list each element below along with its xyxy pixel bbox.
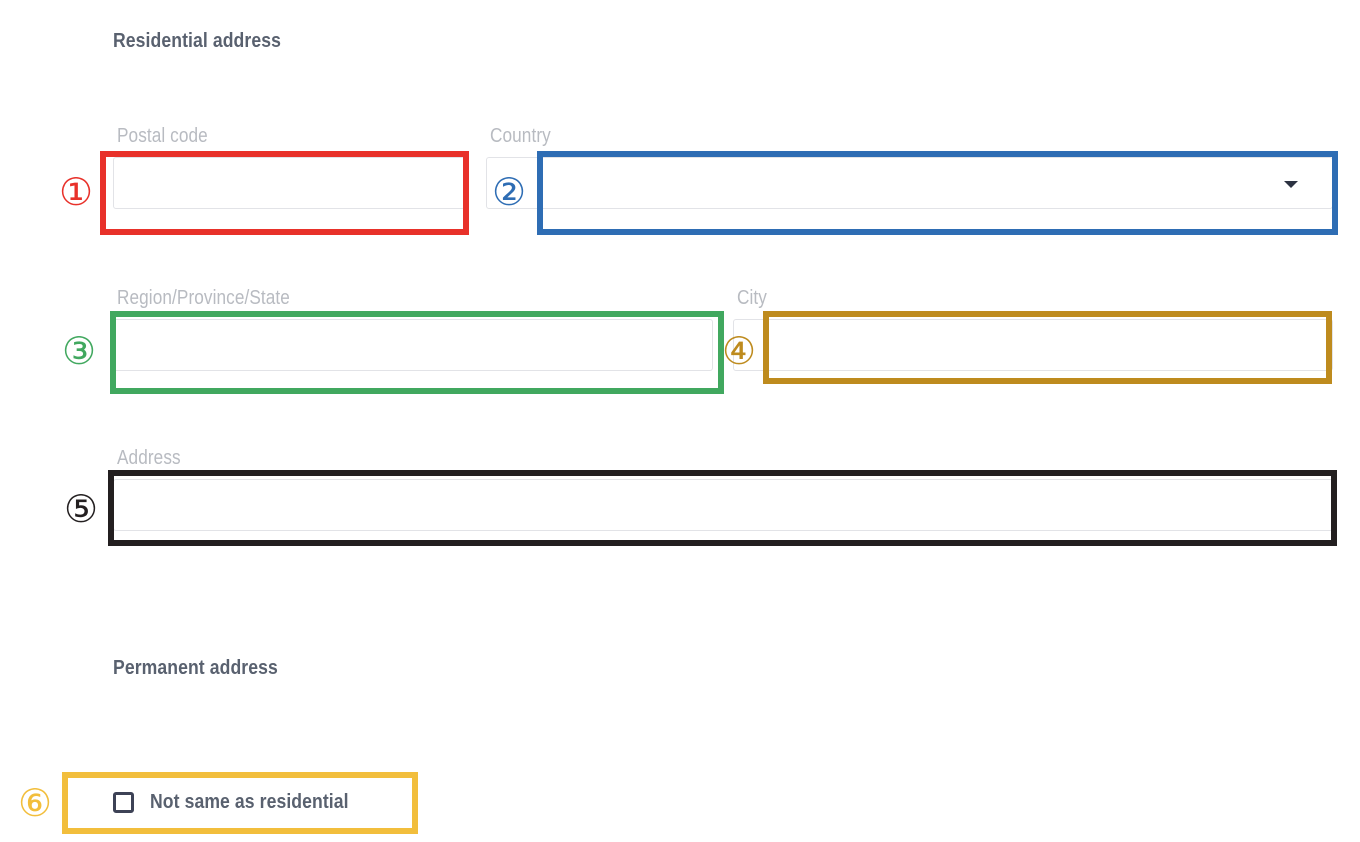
not-same-as-residential-checkbox-row[interactable]: Not same as residential (113, 791, 376, 814)
region-input[interactable] (113, 319, 713, 371)
postal-code-input[interactable] (113, 157, 465, 209)
field-country: Country (486, 125, 1333, 225)
city-input[interactable] (733, 319, 1333, 371)
address-input[interactable] (113, 479, 1333, 531)
field-label-region: Region/Province/State (117, 287, 290, 309)
section-heading-permanent: Permanent address (113, 657, 278, 679)
field-label-postal-code: Postal code (117, 125, 208, 147)
caret-down-icon (1284, 181, 1298, 188)
field-label-country: Country (490, 125, 551, 147)
field-address: Address (113, 447, 1333, 547)
checkbox-label-not-same-as-residential: Not same as residential (150, 791, 349, 813)
field-postal-code: Postal code (113, 125, 465, 225)
field-region: Region/Province/State (113, 287, 713, 387)
country-select[interactable] (486, 157, 1333, 209)
checkbox-unchecked-icon[interactable] (113, 792, 134, 813)
field-label-city: City (737, 287, 767, 309)
field-label-address: Address (117, 447, 181, 469)
section-heading-residential: Residential address (113, 30, 281, 52)
field-city: City (733, 287, 1333, 387)
